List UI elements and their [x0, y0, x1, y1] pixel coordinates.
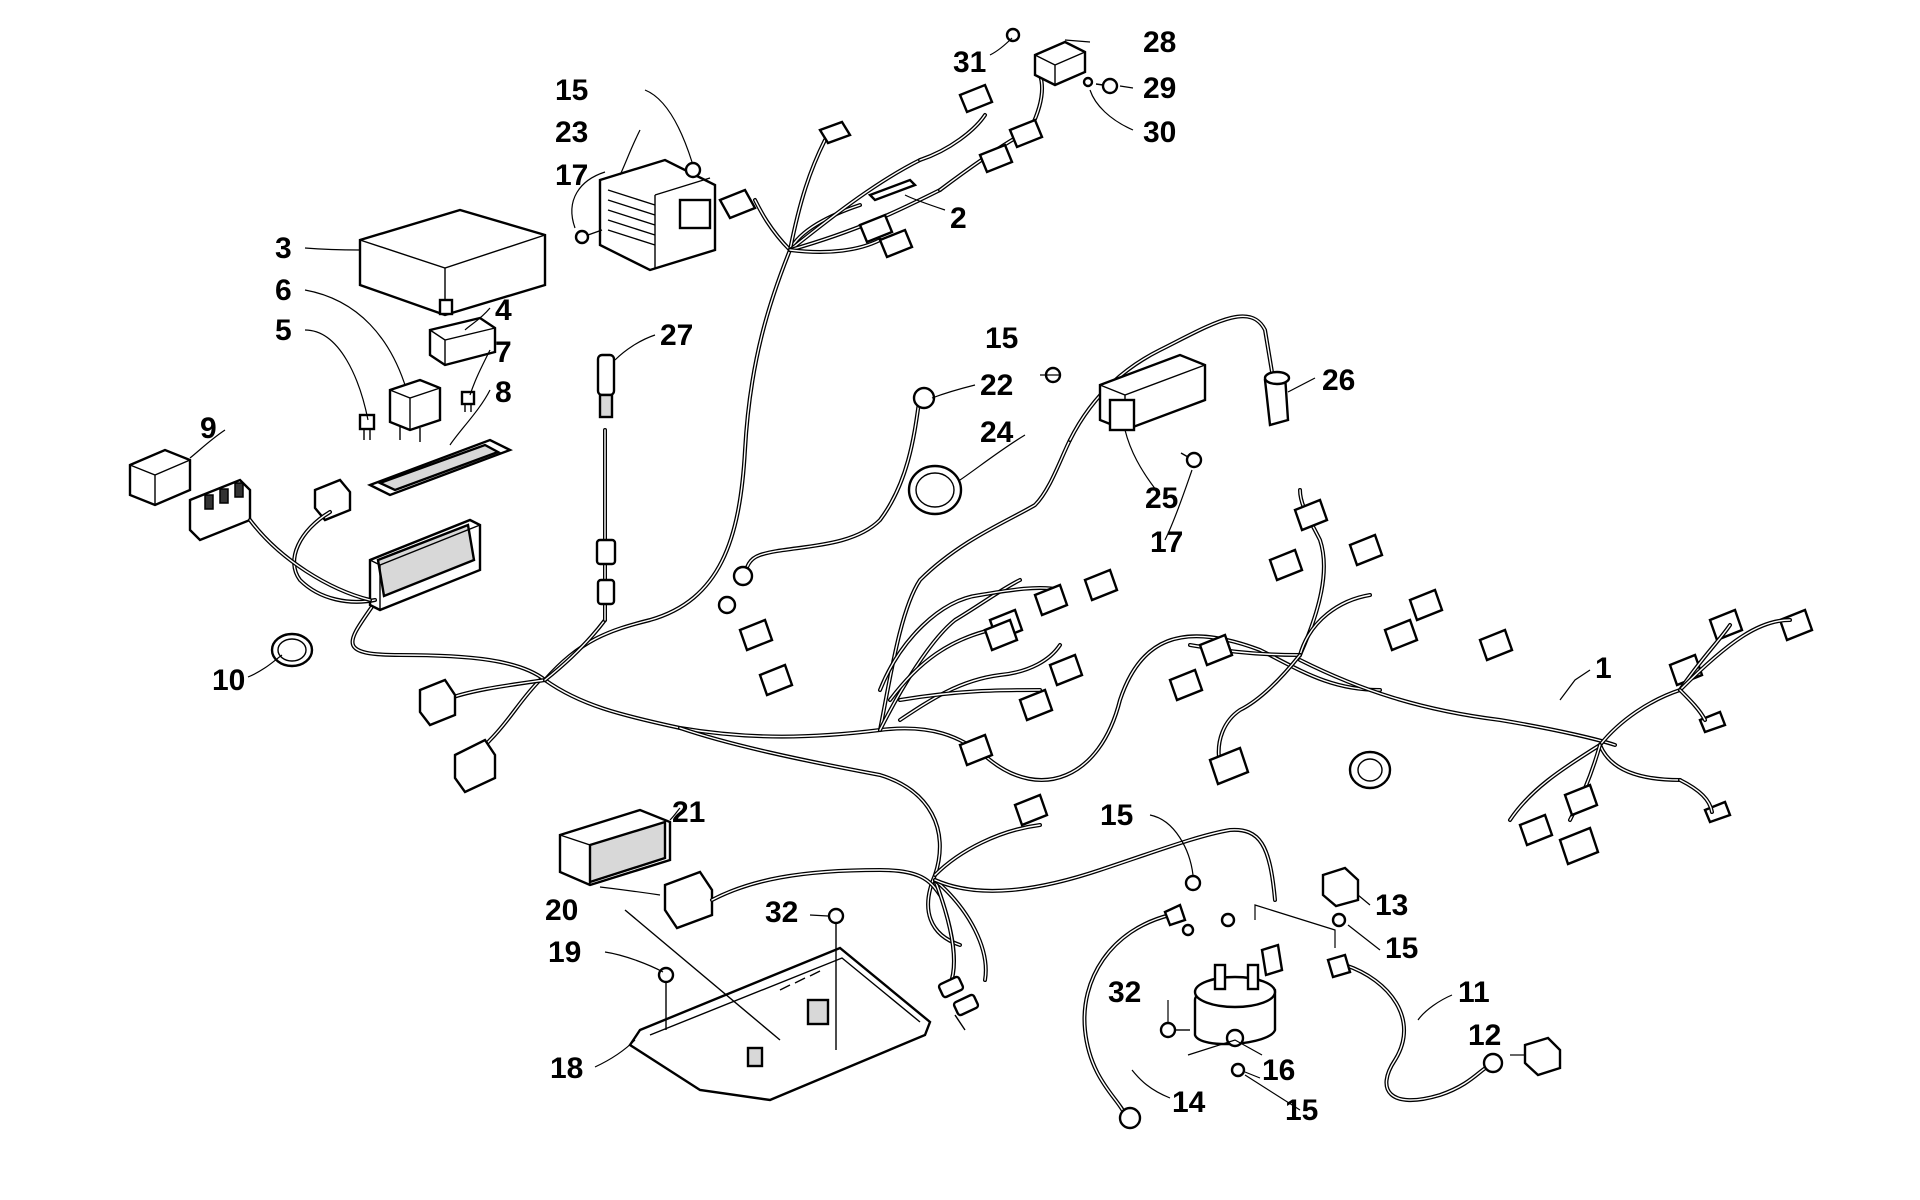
module-9 [128, 448, 192, 507]
callout-15b: 15 [985, 322, 1018, 355]
connector-2c [858, 213, 894, 244]
ignition-coil-25 [1098, 353, 1207, 432]
solenoid-terminals [1181, 912, 1284, 977]
ecu-connector-20 [663, 870, 714, 930]
sensor-branch-wires [878, 585, 1062, 722]
connector-2f [958, 83, 994, 114]
battery-tray-18 [628, 946, 932, 1102]
fuse-small-right [460, 390, 476, 412]
terminal-cover-12 [1523, 1036, 1562, 1077]
regulator-harness [753, 73, 1044, 254]
starter-solenoid-16 [1193, 963, 1277, 1048]
clamp-24 [907, 464, 963, 516]
callout-24: 24 [980, 416, 1014, 449]
terminal-block [188, 478, 252, 542]
battery-cable-14 [1082, 903, 1187, 1130]
fuse-box-cover [358, 208, 547, 317]
callout-13: 13 [1375, 889, 1408, 922]
callout-numbers: 1 2 3 4 5 6 7 8 9 10 11 12 13 14 15 15 1… [200, 26, 1612, 1127]
callout-15c: 15 [1100, 799, 1133, 832]
ground-wire-22 [732, 386, 936, 587]
callout-7: 7 [495, 336, 512, 369]
tray-connector [1013, 793, 1049, 827]
far-right-connectors [1518, 608, 1814, 866]
solenoid-screw-32b [1159, 1021, 1190, 1039]
circuit-board [367, 438, 513, 497]
callout-4: 4 [495, 294, 512, 327]
callout-17b: 17 [1150, 526, 1183, 559]
fuse-box-base [368, 518, 482, 612]
connector-2g [978, 143, 1014, 174]
callout-30: 30 [1143, 116, 1176, 149]
callout-28: 28 [1143, 26, 1176, 59]
switch-28 [1033, 40, 1087, 87]
ground-lug-branch [717, 595, 737, 615]
screw-29 [1095, 77, 1119, 95]
solenoid-nut-15b [1230, 1062, 1246, 1078]
connector-lower-left-2 [453, 738, 497, 794]
callout-31: 31 [953, 46, 986, 79]
sensor-27 [595, 353, 617, 606]
callout-1: 1 [1595, 652, 1612, 685]
callout-25: 25 [1145, 482, 1178, 515]
tray-plugs [937, 975, 980, 1031]
callout-23: 23 [555, 116, 588, 149]
mid-connectors [738, 568, 1119, 767]
screw-32a [827, 907, 845, 1050]
coil-screw-17 [1180, 451, 1203, 469]
callout-27: 27 [660, 319, 693, 352]
callout-32a: 32 [765, 896, 798, 929]
leader-lines [189, 37, 1591, 1111]
nut-31 [1005, 27, 1021, 43]
callout-22: 22 [980, 369, 1013, 402]
callout-20: 20 [545, 894, 578, 927]
callout-10: 10 [212, 664, 245, 697]
callout-17a: 17 [555, 159, 588, 192]
callout-14: 14 [1172, 1086, 1206, 1119]
callout-2: 2 [950, 202, 967, 235]
callout-9: 9 [200, 412, 217, 445]
callout-11: 11 [1458, 976, 1490, 1009]
callout-18: 18 [550, 1052, 583, 1085]
terminal-nut-15 [1331, 912, 1347, 928]
connector-fusebox [313, 478, 352, 522]
callout-15e: 15 [1285, 1094, 1318, 1127]
solenoid-nut-15a [1184, 874, 1202, 892]
callout-12: 12 [1468, 1019, 1501, 1052]
callout-29: 29 [1143, 72, 1176, 105]
callout-32b: 32 [1108, 976, 1141, 1009]
callout-15d: 15 [1385, 932, 1418, 965]
spark-plug-cap-26 [1263, 370, 1291, 427]
clamp-ring-10 [270, 632, 314, 668]
regulator-screw-17 [574, 229, 603, 245]
connector-2h [1008, 118, 1044, 149]
connector-2a [818, 120, 852, 145]
connector-2b [718, 188, 757, 220]
fuse-small-left [358, 413, 376, 440]
connector-2d [878, 228, 914, 259]
terminal-cover-13 [1321, 866, 1360, 908]
tray-leader-20 [624, 909, 781, 1041]
callout-6: 6 [275, 274, 292, 307]
callout-16: 16 [1262, 1054, 1295, 1087]
callout-15a: 15 [555, 74, 588, 107]
callout-5: 5 [275, 314, 292, 347]
connector-2e [867, 178, 918, 202]
relay-large [388, 378, 442, 442]
ecu-module-21 [558, 808, 672, 887]
battery-cable-11 [1326, 953, 1504, 1102]
main-wiring-harness [350, 248, 1617, 947]
voltage-regulator [598, 158, 717, 272]
callout-3: 3 [275, 232, 292, 265]
relay-small [428, 316, 497, 367]
connector-lower-left [418, 678, 457, 727]
right-cluster-connectors [1168, 498, 1514, 790]
callout-26: 26 [1322, 364, 1355, 397]
washer-30 [1082, 76, 1094, 88]
callout-21: 21 [672, 796, 705, 829]
callout-8: 8 [495, 376, 512, 409]
regulator-nut-15 [684, 161, 702, 179]
callout-19: 19 [548, 936, 581, 969]
